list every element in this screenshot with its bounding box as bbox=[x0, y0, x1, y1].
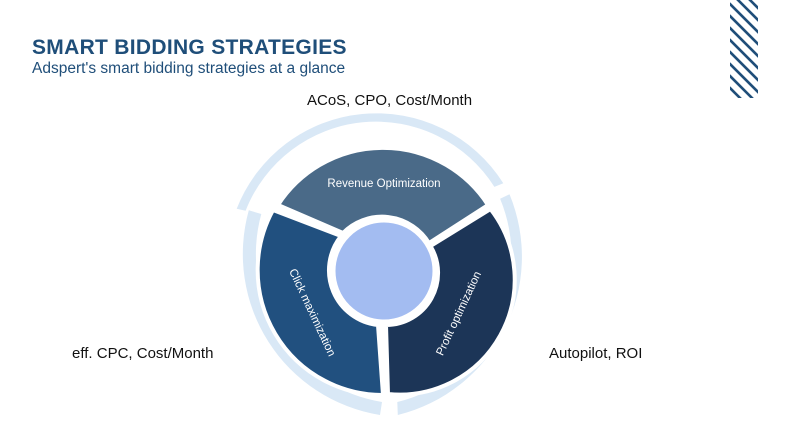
segment-revenue-optimization bbox=[276, 145, 490, 245]
page-subtitle: Adspert's smart bidding strategies at a … bbox=[32, 60, 346, 77]
segment-click-maximization bbox=[255, 208, 385, 398]
center-circle bbox=[330, 217, 438, 325]
segment-profit-optimization bbox=[384, 207, 517, 397]
label-revenue-optimization: Revenue Optimization bbox=[327, 178, 440, 190]
metric-label-top: ACoS, CPO, Cost/Month bbox=[307, 92, 473, 109]
page-title: SMART BIDDING STRATEGIES bbox=[32, 36, 347, 59]
metric-label-left: eff. CPC, Cost/Month bbox=[72, 345, 214, 362]
diagonal-stripes-decoration bbox=[730, 0, 758, 98]
metric-label-right: Autopilot, ROI bbox=[549, 345, 643, 362]
outer-ring-arc-top bbox=[236, 113, 504, 211]
